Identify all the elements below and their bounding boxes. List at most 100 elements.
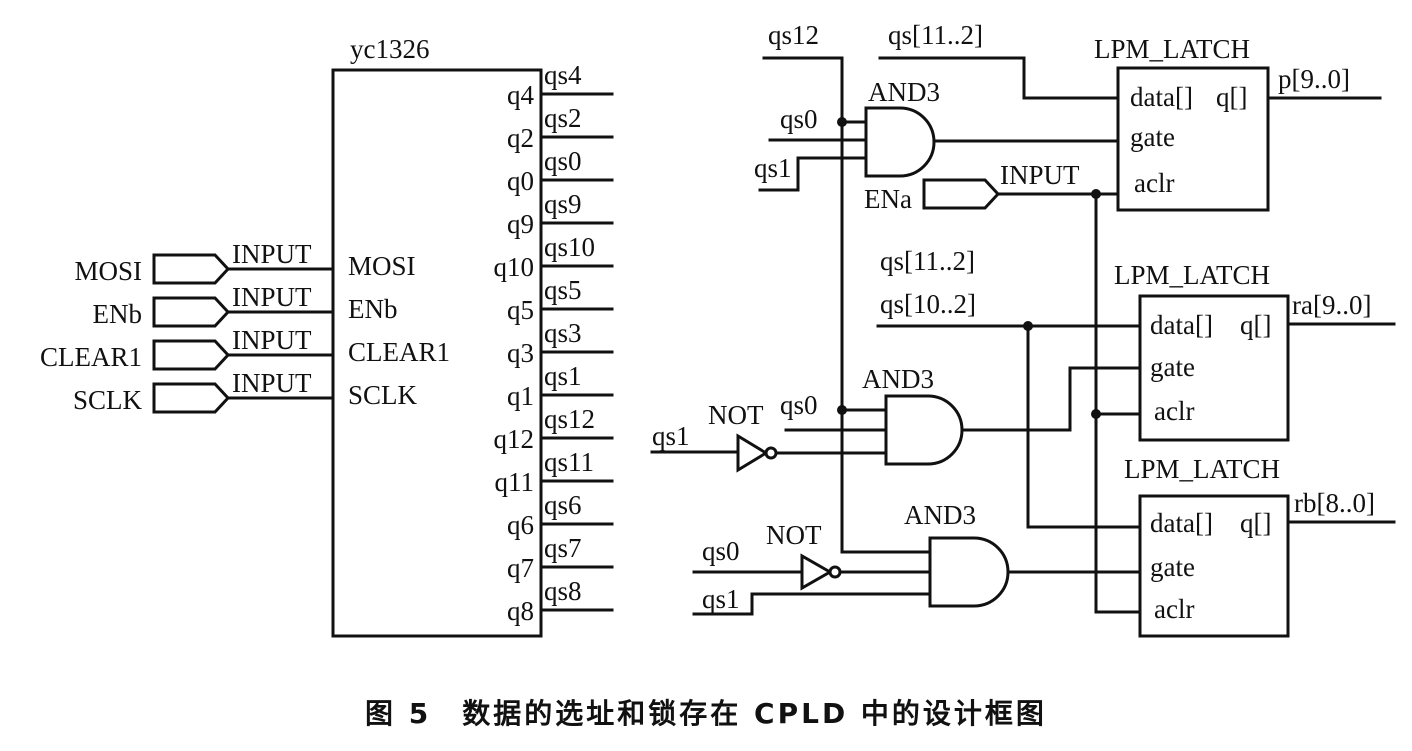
input-tag-clear1: INPUT — [232, 325, 312, 355]
net-label-qs2: qs2 — [544, 103, 582, 133]
net-label-qs1-bot: qs1 — [702, 584, 740, 614]
wire-bus-latch3 — [1026, 324, 1142, 529]
latch-2-pin-gate: gate — [1150, 352, 1195, 382]
and3-2-title: AND3 — [862, 364, 934, 394]
input-tag-enb: INPUT — [232, 282, 312, 312]
and3-gate-3 — [928, 536, 1010, 608]
and3-1-title: AND3 — [868, 77, 940, 107]
latch-1-pin-aclr: aclr — [1134, 168, 1174, 198]
wire-ena-bus — [1094, 192, 1142, 614]
net-label-qs11: qs11 — [544, 447, 594, 477]
net-label-qs7: qs7 — [544, 533, 582, 563]
input-tag-sclk: INPUT — [232, 368, 312, 398]
input-port-ena — [922, 178, 1001, 210]
net-label-qs6: qs6 — [544, 490, 582, 520]
latch-2-output-label: ra[9..0] — [1292, 290, 1371, 320]
chip-pin-q12: q12 — [494, 424, 535, 454]
input-port-enb — [152, 296, 231, 328]
latch-2-body — [1138, 294, 1290, 442]
and3-gate-2 — [884, 394, 964, 466]
input-tag-mosi: INPUT — [232, 239, 312, 269]
latch-1-output-label: p[9..0] — [1278, 64, 1350, 94]
figure-caption: 图 5 数据的选址和锁存在 CPLD 中的设计框图 — [365, 697, 1047, 730]
latch-1-pin-data: data[] — [1130, 82, 1193, 112]
chip-pin-q11: q11 — [495, 467, 535, 497]
input-port-clear1 — [152, 339, 231, 371]
not-gate-1 — [736, 433, 769, 473]
chip-body — [331, 68, 543, 638]
wire-qs1-and1 — [758, 156, 868, 192]
net-label-qs5: qs5 — [544, 275, 582, 305]
latch-2-pin-aclr: aclr — [1154, 396, 1194, 426]
chip-outputs: q4 q2 q0 q9 q10 q5 q3 q1 q12 q11 q6 q7 q… — [494, 60, 614, 626]
net-label-qs1-mid: qs1 — [652, 421, 690, 451]
chip-pin-q4: q4 — [507, 80, 535, 110]
latch-3-title: LPM_LATCH — [1124, 454, 1280, 484]
latch-1-pin-gate: gate — [1130, 122, 1175, 152]
net-label-qs1: qs1 — [544, 361, 582, 391]
wire-qs12-main — [762, 56, 932, 554]
net-label-qs3: qs3 — [544, 318, 582, 348]
ena-net-label: ENa — [864, 184, 912, 214]
latch-3-output-label: rb[8..0] — [1294, 488, 1375, 518]
net-label-qs0-top: qs0 — [780, 104, 818, 134]
not-1-title: NOT — [708, 400, 764, 430]
input-net-sclk: SCLK — [73, 385, 143, 415]
net-label-bus-mid-2: qs[10..2] — [880, 289, 976, 319]
input-port-mosi — [152, 253, 231, 285]
net-label-qs0-mid: qs0 — [780, 390, 818, 420]
chip-pin-q8: q8 — [507, 596, 534, 626]
latch-1-title: LPM_LATCH — [1094, 34, 1250, 64]
junction-qs12-and1 — [837, 117, 847, 127]
net-label-qs8: qs8 — [544, 576, 582, 606]
input-net-clear1: CLEAR1 — [40, 342, 142, 372]
chip-pin-q5: q5 — [507, 295, 534, 325]
chip-pin-q2: q2 — [507, 123, 534, 153]
chip-title: yc1326 — [350, 34, 429, 64]
latch-2-pin-data: data[] — [1150, 310, 1213, 340]
chip-pin-sclk: SCLK — [348, 380, 418, 410]
and3-3-title: AND3 — [904, 500, 976, 530]
chip-pin-mosi: MOSI — [348, 251, 416, 281]
net-label-qs12-top: qs12 — [768, 20, 819, 50]
input-ports: MOSI INPUT ENb INPUT CLEAR1 INPUT SCLK I… — [40, 239, 335, 415]
net-label-bus-mid-1: qs[11..2] — [880, 246, 975, 276]
latch-section-1: qs12 qs[11..2] AND3 qs0 qs1 ENa INPUT LP… — [754, 20, 1382, 614]
latch-section-3: AND3 qs0 NOT qs1 LPM_LATCH data[] q[] ga… — [692, 454, 1396, 638]
latch-2-title: LPM_LATCH — [1114, 260, 1270, 290]
input-net-enb: ENb — [93, 299, 143, 329]
net-label-qs10: qs10 — [544, 232, 595, 262]
net-label-qs9: qs9 — [544, 189, 582, 219]
not-2-title: NOT — [766, 520, 822, 550]
chip-pin-enb: ENb — [348, 294, 398, 324]
latch-1-pin-q: q[] — [1216, 82, 1247, 112]
latch-2-pin-q: q[] — [1240, 310, 1271, 340]
chip-pin-q3: q3 — [507, 338, 534, 368]
latch-3-pin-aclr: aclr — [1154, 594, 1194, 624]
input-net-mosi: MOSI — [74, 256, 142, 286]
latch-3-pin-q: q[] — [1240, 508, 1271, 538]
latch-3-body — [1138, 494, 1290, 638]
input-port-sclk — [152, 382, 231, 414]
latch-3-pin-gate: gate — [1150, 552, 1195, 582]
net-label-qs12: qs12 — [544, 404, 595, 434]
chip-pin-q6: q6 — [507, 510, 534, 540]
net-label-qs1-top: qs1 — [754, 153, 792, 183]
chip-pin-q10: q10 — [494, 252, 535, 282]
latch-1-body — [1116, 66, 1270, 212]
net-label-qs4: qs4 — [544, 60, 582, 90]
chip-yc1326: yc1326 MOSI ENb CLEAR1 SCLK — [331, 34, 543, 638]
ena-tag: INPUT — [1000, 160, 1080, 190]
chip-pin-q7: q7 — [507, 553, 534, 583]
chip-pin-q0: q0 — [507, 166, 534, 196]
latch-section-2: qs[11..2] qs[10..2] AND3 qs0 qs1 NOT LPM… — [650, 246, 1396, 529]
chip-output-wires — [539, 92, 614, 612]
wire-qs1-and3 — [692, 592, 932, 616]
not-gate-2 — [800, 553, 834, 591]
and3-gate-1 — [864, 106, 936, 178]
net-label-qs0-bot: qs0 — [702, 536, 740, 566]
net-label-qs0: qs0 — [544, 146, 582, 176]
wire-and2-gate — [960, 366, 1142, 432]
net-label-bus-top: qs[11..2] — [888, 20, 983, 50]
